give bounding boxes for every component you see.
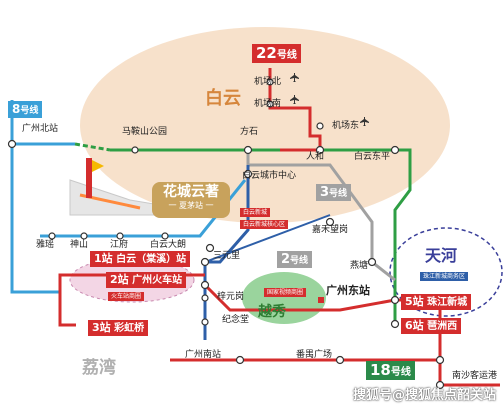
tag-gov-area: 国家视频商圈: [264, 288, 307, 298]
station-dots: [7, 78, 445, 390]
badge-5-station: 5站 珠江新城: [401, 294, 472, 310]
line-blue-main: [40, 179, 247, 238]
baiyun-zone: [80, 27, 450, 223]
station-jinian: 纪念堂: [222, 315, 250, 325]
station-jichangnan: 机场南: [254, 99, 282, 109]
line-3-unit: 号线: [329, 189, 348, 199]
project-highlight: 花城云著 一 夏茅站 一: [152, 182, 230, 218]
station-shenshan: 神山: [70, 240, 89, 250]
line-18-num: 18: [370, 361, 391, 379]
line-22-label: 22号线: [252, 44, 301, 63]
station-guangzhounan: 广州南站: [185, 350, 222, 360]
line-3-num: 3: [320, 185, 330, 200]
line-18-unit: 号线: [390, 367, 411, 378]
tag-train-cbd: 火车站商圈: [108, 292, 145, 302]
badge-1-name: 白云（棠溪）站: [116, 254, 187, 265]
line-2-unit: 号线: [290, 256, 309, 266]
station-sanyuanli: 三元里: [213, 251, 241, 261]
line-8-unit: 号线: [20, 106, 39, 116]
station-nansha: 南沙客运港: [452, 371, 498, 381]
line-8-num: 8: [12, 102, 21, 116]
badge-1-num: 1站: [94, 252, 113, 265]
station-guangzhoubeizhan: 广州北站: [22, 124, 59, 134]
zone-liwan-label: 荔湾: [82, 358, 116, 378]
station-yantang: 燕塘: [350, 261, 369, 271]
badge-2-station: 2站 广州火车站: [106, 272, 187, 288]
line-8-extension: [74, 142, 111, 152]
station-baiyundalang: 白云大朗: [150, 240, 187, 250]
badge-3-num: 3站: [92, 321, 111, 334]
tag-tianhe-cbd: 珠江新城商务区: [420, 272, 469, 282]
badge-2-name: 广州火车站: [132, 275, 183, 286]
line-8-label: 8号线: [8, 101, 43, 118]
zone-yuexiu-label: 越秀: [258, 304, 286, 320]
project-title: 花城云著: [163, 184, 219, 200]
station-baiyundongping: 白云东平: [354, 152, 391, 162]
line-22-num: 22: [256, 44, 277, 62]
zone-tianhe-label: 天河: [425, 246, 458, 265]
station-jiangfu: 江府: [110, 240, 129, 250]
station-baiyunchengshi: 白云城市中心: [242, 171, 297, 181]
station-marker: [318, 297, 324, 303]
airport-icons: [290, 73, 369, 126]
station-yayao: 雅瑶: [36, 240, 55, 250]
station-jichangbei: 机场北: [254, 77, 282, 87]
badge-2-num: 2站: [110, 273, 129, 286]
watermark: 搜狐号@搜狐焦点韶关站: [352, 388, 496, 403]
badge-6-num: 6站: [405, 319, 424, 332]
station-zimu: 梓元岗: [217, 292, 245, 302]
station-jichangdong: 机场东: [332, 121, 360, 131]
tag-baiyun-hub: 白云新城核心区: [240, 220, 289, 230]
line-2-label: 2号线: [277, 251, 313, 268]
line-18-label: 18号线: [366, 361, 415, 380]
station-guangzhoudong: 广州东站: [326, 284, 370, 297]
line-22-unit: 号线: [276, 50, 297, 61]
line-3-label: 3号线: [316, 184, 352, 201]
badge-6-name: 琶洲西: [427, 321, 458, 332]
station-jiahe: 嘉禾望岗: [312, 225, 349, 235]
station-fangshi: 方石: [240, 127, 259, 137]
badge-5-name: 珠江新城: [427, 297, 468, 308]
badge-3-name: 彩虹桥: [114, 323, 145, 334]
zone-baiyun-label: 白云: [205, 88, 241, 109]
badge-5-num: 5站: [405, 295, 424, 308]
project-sub: 一 夏茅站 一: [168, 201, 214, 210]
line-2-num: 2: [281, 252, 291, 267]
station-renhe: 人和: [306, 152, 325, 162]
station-maanshan: 马鞍山公园: [122, 127, 168, 137]
badge-1-station: 1站 白云（棠溪）站: [90, 251, 191, 267]
line-18: [170, 358, 500, 387]
station-panyu: 番禺广场: [296, 350, 333, 360]
badge-3-station: 3站 彩虹桥: [88, 320, 149, 336]
line-2: [203, 165, 250, 340]
tag-baiyun-cbd: 白云新城: [240, 208, 271, 218]
badge-6-station: 6站 琶洲西: [401, 318, 462, 334]
line-8: [10, 100, 60, 294]
line-2b: [204, 214, 331, 263]
